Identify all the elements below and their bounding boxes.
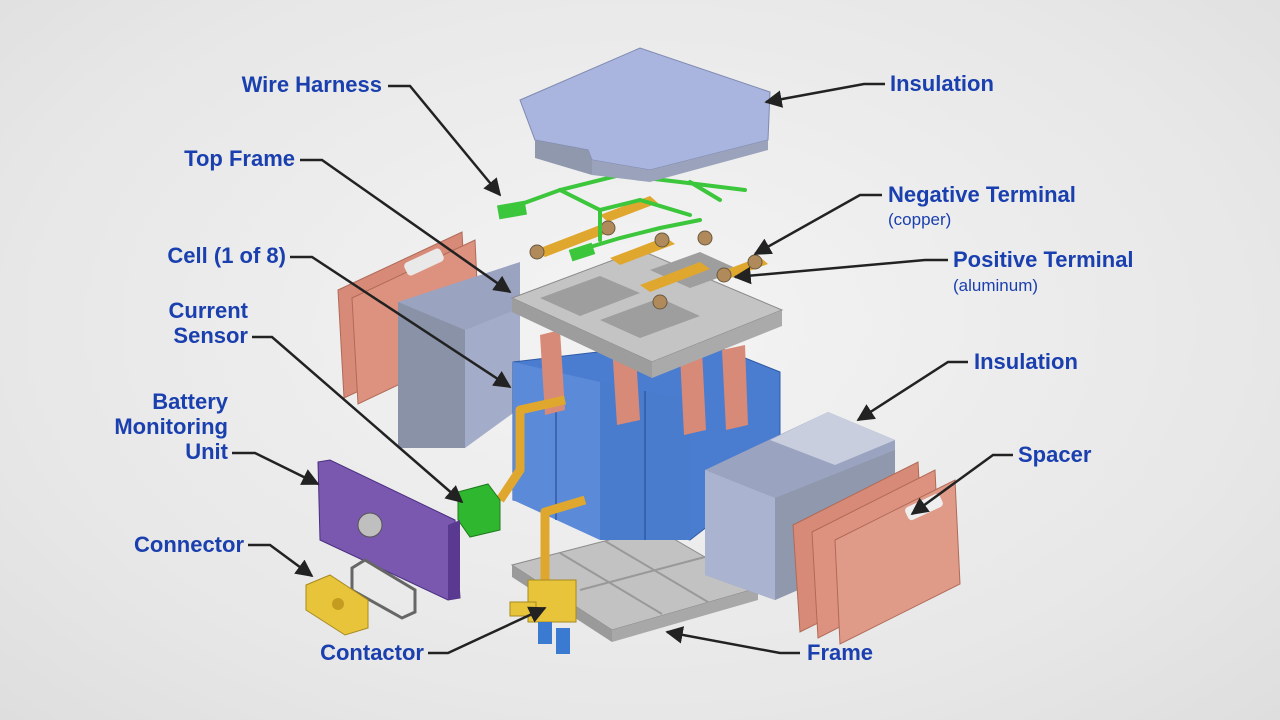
- label-positive-terminal: Positive Terminal: [953, 247, 1134, 272]
- leader-wire-harness: [388, 84, 502, 197]
- leader-lines: [232, 82, 1013, 655]
- leader-cell: [290, 255, 512, 389]
- label-positive-terminal-material: (aluminum): [953, 276, 1039, 295]
- leader-insulation-top: [764, 82, 885, 108]
- label-negative-terminal: Negative Terminal: [888, 182, 1076, 207]
- label-top-frame: Top Frame: [184, 146, 295, 171]
- connector-part: [305, 558, 417, 636]
- label-frame: Frame: [807, 640, 874, 665]
- leader-bmu: [232, 451, 320, 486]
- leader-insulation-right: [856, 360, 968, 422]
- leader-current-sensor: [252, 335, 464, 504]
- label-insulation-top: Insulation: [890, 71, 994, 96]
- leader-positive-terminal: [733, 258, 948, 285]
- leader-frame: [665, 626, 800, 655]
- label-cell: Cell (1 of 8): [167, 243, 286, 268]
- label-current-sensor-line1: Current: [168, 298, 248, 323]
- label-spacer: Spacer: [1018, 442, 1092, 467]
- leader-connector: [248, 543, 314, 578]
- right-spacer-plates: [792, 461, 961, 645]
- leader-contactor: [428, 606, 547, 655]
- label-negative-terminal-material: (copper): [888, 210, 952, 229]
- label-connector: Connector: [134, 532, 244, 557]
- label-contactor: Contactor: [320, 640, 424, 665]
- terminal-straps: [529, 196, 768, 310]
- leader-negative-terminal: [753, 193, 882, 256]
- label-current-sensor-line2: Sensor: [173, 323, 248, 348]
- current-sensor-part: [457, 395, 566, 538]
- label-insulation-right: Insulation: [974, 349, 1078, 374]
- cell-stack: [512, 330, 781, 541]
- label-wire-harness: Wire Harness: [241, 72, 382, 97]
- wire-harness-plug-2: [568, 242, 596, 262]
- leader-spacer: [910, 453, 1013, 516]
- label-bmu-line2: Monitoring: [114, 414, 228, 439]
- label-bmu-line3: Unit: [185, 439, 228, 464]
- wire-harness-plug: [496, 200, 528, 220]
- leader-top-frame: [300, 158, 512, 294]
- battery-monitoring-unit-part: [317, 459, 461, 601]
- label-bmu-line1: Battery: [152, 389, 228, 414]
- top-insulation-sheet: [519, 47, 771, 182]
